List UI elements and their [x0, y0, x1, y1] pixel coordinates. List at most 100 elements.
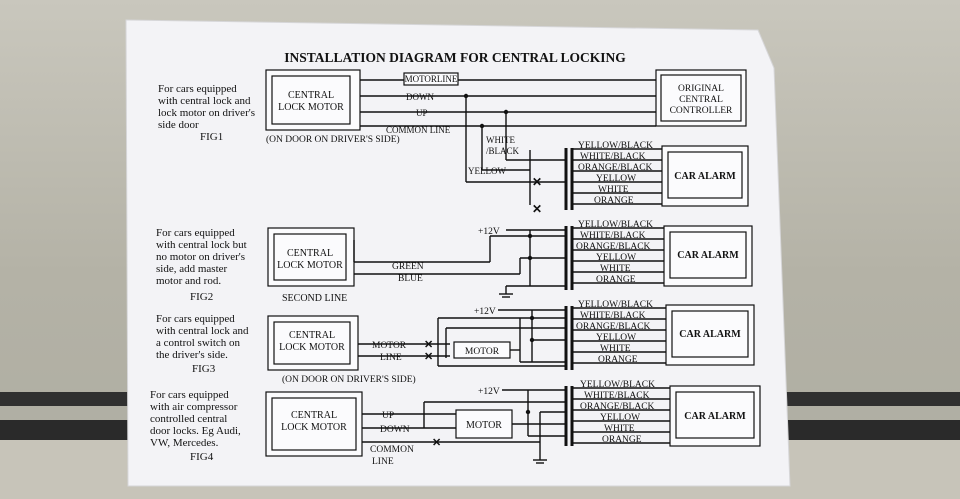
fig2-junction	[527, 233, 533, 239]
fig2-alarm-label: CAR ALARM	[677, 250, 739, 261]
fig2-alarm-wire-label: YELLOW	[596, 253, 636, 263]
fig3-junction	[529, 337, 535, 343]
fig2-plus12-label: +12V	[478, 227, 500, 237]
fig2-section: For cars equipped with central lock but …	[156, 220, 753, 304]
fig1-common-label: COMMON LINE	[386, 125, 451, 135]
fig3-plus12-label: +12V	[474, 307, 496, 317]
fig2-motor-text: LOCK MOTOR	[277, 260, 343, 271]
fig1-section: For cars equipped with central lock and …	[158, 69, 749, 216]
fig1-motor-text: LOCK MOTOR	[278, 102, 344, 113]
fig4-alarm-wire-label: YELLOW	[600, 413, 640, 423]
fig2-alarm-wire-label: WHITE	[600, 264, 631, 274]
fig2-alarm-wire-label: YELLOW/BLACK	[578, 220, 653, 230]
fig1-junction	[463, 93, 469, 99]
fig4-plus12-label: +12V	[478, 387, 500, 397]
fig3-junction	[529, 315, 535, 321]
fig3-cut-mark: ✕	[424, 351, 433, 363]
fig1-motorline-label: MOTORLINE	[405, 74, 458, 84]
fig2-green-label: GREEN	[392, 262, 424, 272]
fig3-alarm-box	[671, 310, 749, 358]
fig4-alarm-wire-label: WHITE	[604, 424, 635, 434]
fig2-motor-box	[273, 233, 347, 281]
fig3-alarm-label: CAR ALARM	[679, 329, 741, 340]
fig1-alarm-wire-label: ORANGE/BLACK	[578, 163, 653, 173]
fig4-alarm-wire-label: WHITE/BLACK	[584, 391, 650, 401]
fig1-alarm-wire-label: YELLOW	[596, 174, 636, 184]
fig1-white-label: WHITE	[486, 135, 515, 145]
diagram-title: INSTALLATION DIAGRAM FOR CENTRAL LOCKING	[284, 50, 626, 65]
fig4-desc-line: VW, Mercedes.	[150, 437, 219, 449]
fig4-alarm-wire-label: ORANGE/BLACK	[580, 402, 655, 412]
fig3-alarm-wire-label: ORANGE/BLACK	[576, 322, 651, 332]
fig4-desc-line: with air compressor	[150, 401, 238, 413]
fig1-alarm-box	[667, 151, 743, 199]
fig3-alarm-wire-label: ORANGE	[598, 355, 638, 365]
fig3-alarm-wire-label: YELLOW	[596, 333, 636, 343]
fig1-controller-box	[660, 74, 742, 122]
fig1-desc-line: with central lock and	[158, 95, 251, 107]
fig1-alarm-wire-label: YELLOW/BLACK	[578, 141, 653, 151]
fig3-label: FIG3	[192, 363, 216, 375]
fig1-controller-text: CENTRAL	[679, 95, 723, 105]
fig1-desc-line: side door	[158, 119, 199, 131]
fig4-desc-line: door locks. Eg Audi,	[150, 425, 241, 437]
fig4-down-label: DOWN	[380, 425, 410, 435]
fig2-desc-line: motor and rod.	[156, 275, 221, 287]
fig2-junction	[527, 255, 533, 261]
fig3-door-note: (ON DOOR ON DRIVER'S SIDE)	[282, 374, 416, 385]
fig2-alarm-wire-label: ORANGE/BLACK	[576, 242, 651, 252]
fig1-motor-text: CENTRAL	[288, 90, 334, 101]
fig4-alarm-label: CAR ALARM	[684, 411, 746, 422]
fig4-motor-compressor-label: MOTOR	[466, 420, 502, 431]
fig1-yellow-label: YELLOW	[468, 166, 506, 176]
fig3-line-wire-label: LINE	[380, 353, 402, 363]
fig4-up-label: UP	[382, 411, 394, 421]
fig4-junction	[525, 409, 531, 415]
fig2-blue-label: BLUE	[398, 274, 423, 284]
fig3-cut-mark: ✕	[424, 339, 433, 351]
fig4-section: For cars equipped with air compressor co…	[150, 380, 761, 467]
fig1-cut-mark: ✕	[532, 175, 542, 189]
fig4-motor-text: LOCK MOTOR	[281, 422, 347, 433]
fig1-up-label: UP	[416, 108, 428, 118]
fig1-desc-line: For cars equipped	[158, 83, 237, 95]
fig1-alarm-wire-label: WHITE	[598, 185, 629, 195]
fig1-desc-line: lock motor on driver's	[158, 107, 255, 119]
fig1-door-note: (ON DOOR ON DRIVER'S SIDE)	[266, 134, 400, 145]
fig3-motor-text: LOCK MOTOR	[279, 342, 345, 353]
fig4-alarm-box	[675, 391, 755, 439]
fig4-motor-text: CENTRAL	[291, 410, 337, 421]
fig1-controller-text: ORIGINAL	[678, 84, 724, 94]
fig1-black-label: /BLACK	[486, 146, 520, 156]
fig1-motorline-tag	[403, 72, 459, 86]
fig4-desc-line: controlled central	[150, 413, 227, 425]
fig1-label: FIG1	[200, 131, 223, 143]
fig3-motor-box	[273, 321, 351, 365]
fig4-cut-mark: ✕	[432, 437, 441, 449]
fig4-line-label: LINE	[372, 457, 394, 467]
fig3-alarm-wire-label: WHITE	[600, 344, 631, 354]
fig3-alarm-wire-label: YELLOW/BLACK	[578, 300, 653, 310]
fig2-desc-line: no motor on driver's	[156, 251, 245, 263]
fig2-desc-line: side, add master	[156, 263, 228, 275]
fig1-cut-mark: ✕	[532, 202, 542, 216]
fig3-desc-line: the driver's side.	[156, 349, 228, 361]
fig2-alarm-wire-label: ORANGE	[596, 275, 636, 285]
fig3-motor-switch-label: MOTOR	[465, 347, 500, 357]
fig2-alarm-wire-label: WHITE/BLACK	[580, 231, 646, 241]
fig4-motor-box	[271, 397, 357, 451]
fig2-motor-text: CENTRAL	[287, 248, 333, 259]
fig1-down-label: DOWN	[406, 92, 434, 102]
fig2-second-line: SECOND LINE	[282, 293, 347, 304]
fig3-section: For cars equipped with central lock and …	[156, 300, 755, 385]
fig4-label: FIG4	[190, 451, 214, 463]
fig4-desc-line: For cars equipped	[150, 389, 229, 401]
fig3-desc-line: with central lock and	[156, 325, 249, 337]
fig2-label: FIG2	[190, 291, 213, 303]
fig3-motor-text: CENTRAL	[289, 330, 335, 341]
fig1-controller-text: CONTROLLER	[670, 106, 733, 116]
fig1-alarm-label: CAR ALARM	[674, 171, 736, 182]
fig3-alarm-wire-label: WHITE/BLACK	[580, 311, 646, 321]
fig1-alarm-wire-label: WHITE/BLACK	[580, 152, 646, 162]
